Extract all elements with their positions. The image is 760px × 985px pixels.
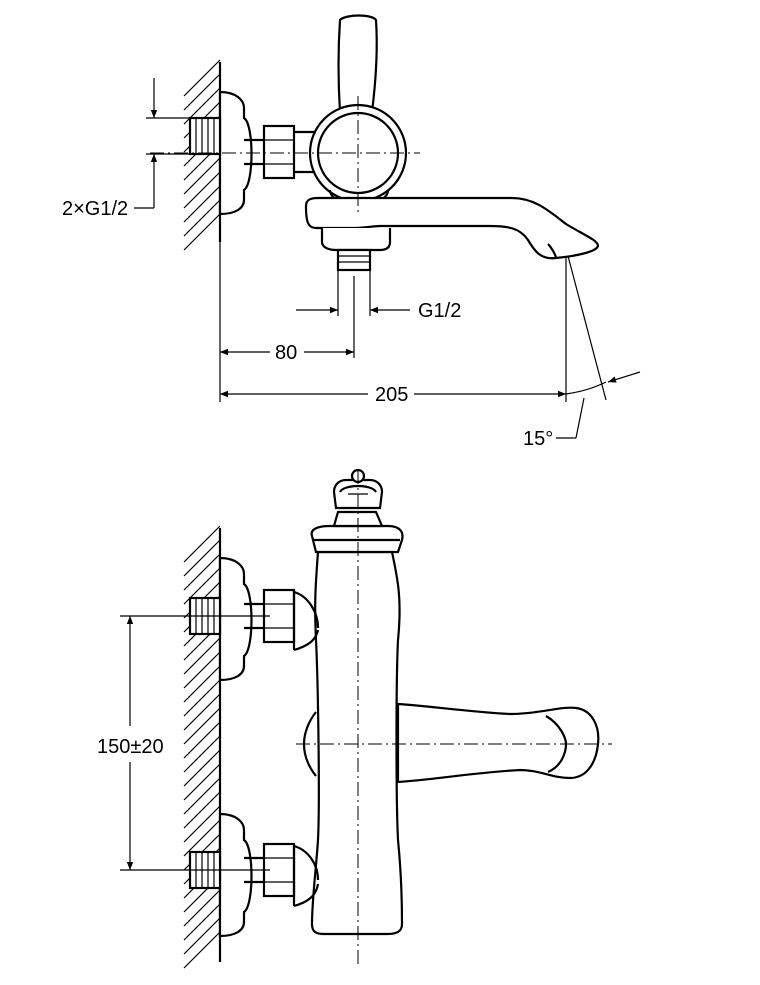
wall-hatch-line: [183, 763, 221, 801]
wall-hatch-line: [183, 721, 221, 759]
escutcheon-lower: [218, 812, 253, 938]
wall-hatch-line: [183, 931, 221, 969]
wall-hatch-line: [183, 525, 221, 563]
spout-angle-dimension: 15°: [523, 255, 641, 450]
wall-hatch-line: [183, 707, 221, 745]
top-cap-front: [310, 510, 404, 554]
wall-hatch-line: [183, 73, 221, 111]
wall-bottom: [183, 525, 222, 969]
wall-hatch-line: [183, 199, 221, 237]
wall-hatch-line: [183, 185, 221, 223]
outlet-thread-dimension: G1/2: [296, 270, 461, 322]
wall-hatch-line: [183, 171, 221, 209]
wall-hatch-line: [183, 651, 221, 689]
wall-hatch-line: [183, 791, 221, 829]
wall-hatch-line: [183, 735, 221, 773]
outlet-thread-label: G1/2: [418, 300, 461, 322]
wall-hatch-line: [183, 777, 221, 815]
wall-hatch-line: [183, 59, 221, 97]
projection-205-dimension: 205: [220, 258, 567, 406]
wall-hatch-line: [183, 553, 221, 591]
spout-top: [304, 196, 600, 260]
escutcheon-upper: [218, 556, 253, 682]
hex-nut-top: [244, 124, 318, 180]
lever-handle-top: [337, 14, 378, 114]
side-view: 2×G1/2 G1/2 80 205: [62, 14, 641, 450]
wall-hatch-line: [183, 693, 221, 731]
wall-hatch-line: [183, 665, 221, 703]
outlet-thread-top: [320, 228, 392, 272]
wall-hatch-line: [183, 749, 221, 787]
wall-hatch-line: [183, 819, 221, 857]
wall-hatch-line: [183, 157, 221, 195]
wall-hatch-line: [183, 903, 221, 941]
wall-hatch-line: [183, 213, 221, 251]
spout-front: [396, 702, 600, 784]
wall-hatch-line: [183, 889, 221, 927]
inlet-thread-label: 2×G1/2: [62, 198, 128, 220]
wall-hatch-line: [183, 637, 221, 675]
spout-angle-label: 15°: [523, 428, 553, 450]
wall-hatch-line: [183, 917, 221, 955]
wall-hatch-line: [183, 805, 221, 843]
wall-hatch-line: [183, 679, 221, 717]
front-view: 150±20: [97, 468, 612, 969]
depth-80-dimension: 80: [219, 242, 355, 402]
wall-hatch-line: [183, 539, 221, 577]
inlet-spacing-label: 150±20: [97, 736, 164, 758]
valve-body-front: [310, 550, 404, 936]
depth-80-label: 80: [275, 342, 297, 364]
projection-205-label: 205: [375, 384, 408, 406]
inlet-thread-dimension: 2×G1/2: [62, 78, 190, 220]
inlet-spacing-dimension: 150±20: [97, 616, 164, 870]
inlet-thread-top: [188, 116, 222, 156]
